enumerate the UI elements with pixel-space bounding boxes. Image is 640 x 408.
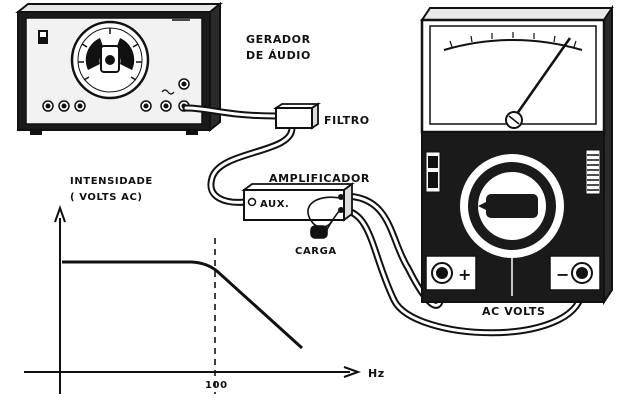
cutoff-tick-label: 100 [205,380,228,391]
response-curve [62,260,304,350]
plus-sign: + [458,265,472,284]
y-axis-label-line2: ( VOLTS AC) [70,192,143,203]
ac-voltmeter: + − [420,4,614,306]
amplifier-label: AMPLIFICADOR [269,172,370,185]
ac-volts-label: AC VOLTS [482,305,546,318]
meter-needle [512,37,572,119]
generator-label-line2: DE ÁUDIO [246,49,311,62]
load-label: CARGA [295,246,337,257]
x-axis-label: Hz [368,367,385,380]
aux-input-label: AUX. [260,199,289,210]
audio-generator [15,1,223,135]
frequency-response-graph: INTENSIDADE ( VOLTS AC) Hz 100 [24,176,385,394]
y-axis-arrow [54,205,66,223]
generator-label-line1: GERADOR [246,33,311,46]
cables [182,104,586,337]
load-resistor [307,196,341,239]
x-axis-arrow [343,366,361,378]
minus-sign: − [556,265,570,284]
amplifier-box [241,182,355,222]
y-axis-label-line1: INTENSIDADE [70,176,153,187]
filter-label: FILTRO [324,114,370,127]
filter-box [273,102,321,130]
